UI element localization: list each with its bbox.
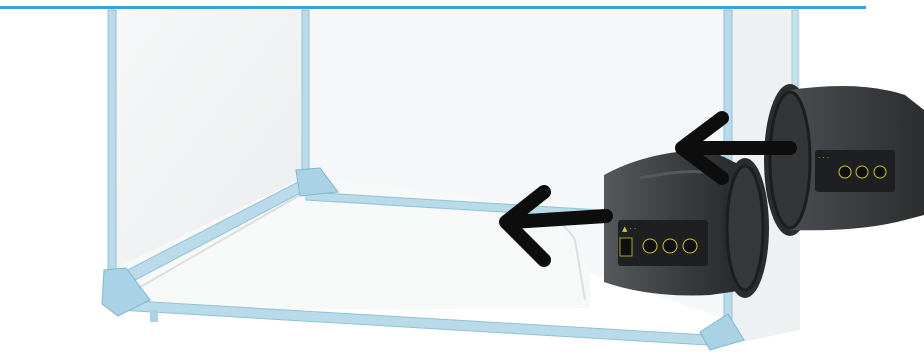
svg-text:▲ · ·: ▲ · · [622,225,636,233]
inline-fan-rear: · · · [764,84,924,236]
svg-text:· · ·: · · · [818,154,829,162]
inline-fan-front: ▲ · · [604,150,769,298]
